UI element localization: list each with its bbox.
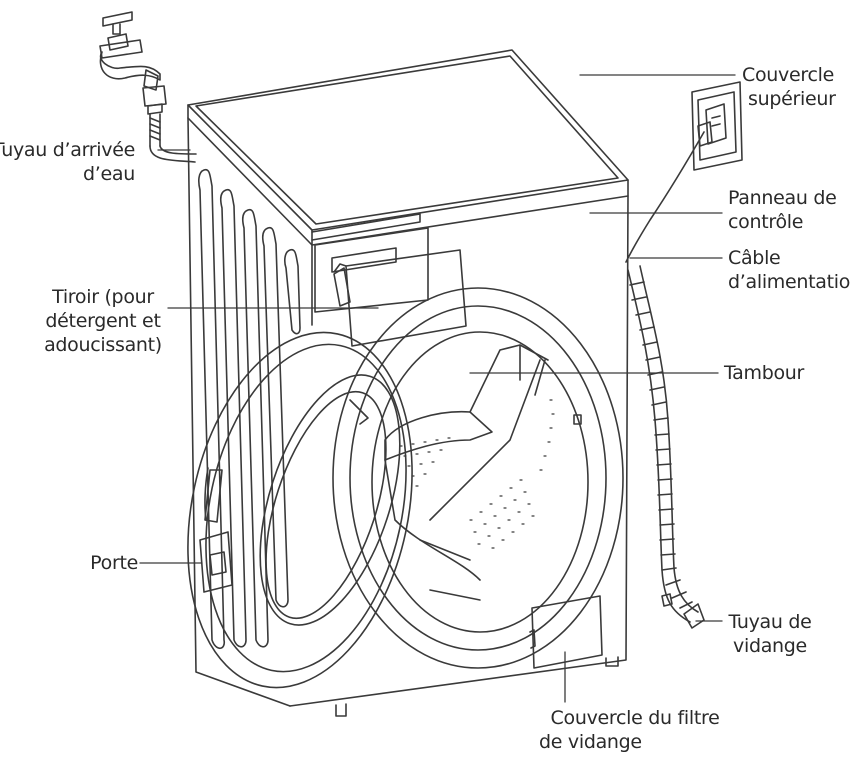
drain-filter-cover (529, 595, 603, 669)
power-cable (625, 121, 713, 263)
label-water-inlet-hose: Tuyau d’arrivée d’eau (0, 138, 135, 186)
label-drawer-line1: Tiroir (pour (52, 286, 154, 308)
label-drain-hose-line1: Tuyau de (728, 611, 812, 633)
label-control-panel-line2: contrôle (728, 211, 804, 233)
water-inlet-hose (149, 113, 197, 163)
label-drawer-line3: adoucissant) (44, 334, 162, 356)
detergent-drawer (331, 247, 467, 347)
water-tap (99, 11, 167, 115)
label-water-inlet-hose-line1: Tuyau d’arrivée (0, 139, 135, 161)
label-drum: Tambour (724, 361, 804, 385)
door (187, 331, 413, 689)
label-control-panel: Panneau de contrôle (728, 186, 837, 234)
label-drawer-line2: détergent et (45, 310, 161, 332)
label-drain-filter-cover-line1: Couvercle du filtre (550, 707, 720, 729)
label-drain-hose-line2: vidange (733, 635, 807, 657)
label-door-line1: Porte (90, 552, 138, 574)
label-drain-hose: Tuyau de vidange (724, 610, 816, 658)
leader-lines (139, 74, 736, 703)
label-top-cover: Couvercle supérieur (742, 63, 836, 111)
label-top-cover-line2: supérieur (748, 88, 836, 110)
machine-body (187, 49, 629, 717)
label-drawer: Tiroir (pour détergent et adoucissant) (40, 285, 166, 357)
drain-hose (627, 265, 705, 629)
label-top-cover-line1: Couvercle (742, 64, 834, 86)
label-power-cable: Câble d’alimentation (728, 246, 850, 294)
label-drain-filter-cover: Couvercle du filtre de vidange (535, 706, 735, 754)
label-control-panel-line1: Panneau de (728, 187, 837, 209)
label-water-inlet-hose-line2: d’eau (83, 163, 135, 185)
label-power-cable-line1: Câble (728, 247, 781, 269)
label-drum-line1: Tambour (724, 362, 805, 384)
label-drain-filter-cover-line2: de vidange (539, 731, 642, 753)
label-door: Porte (90, 551, 138, 575)
label-power-cable-line2: d’alimentation (728, 271, 850, 293)
